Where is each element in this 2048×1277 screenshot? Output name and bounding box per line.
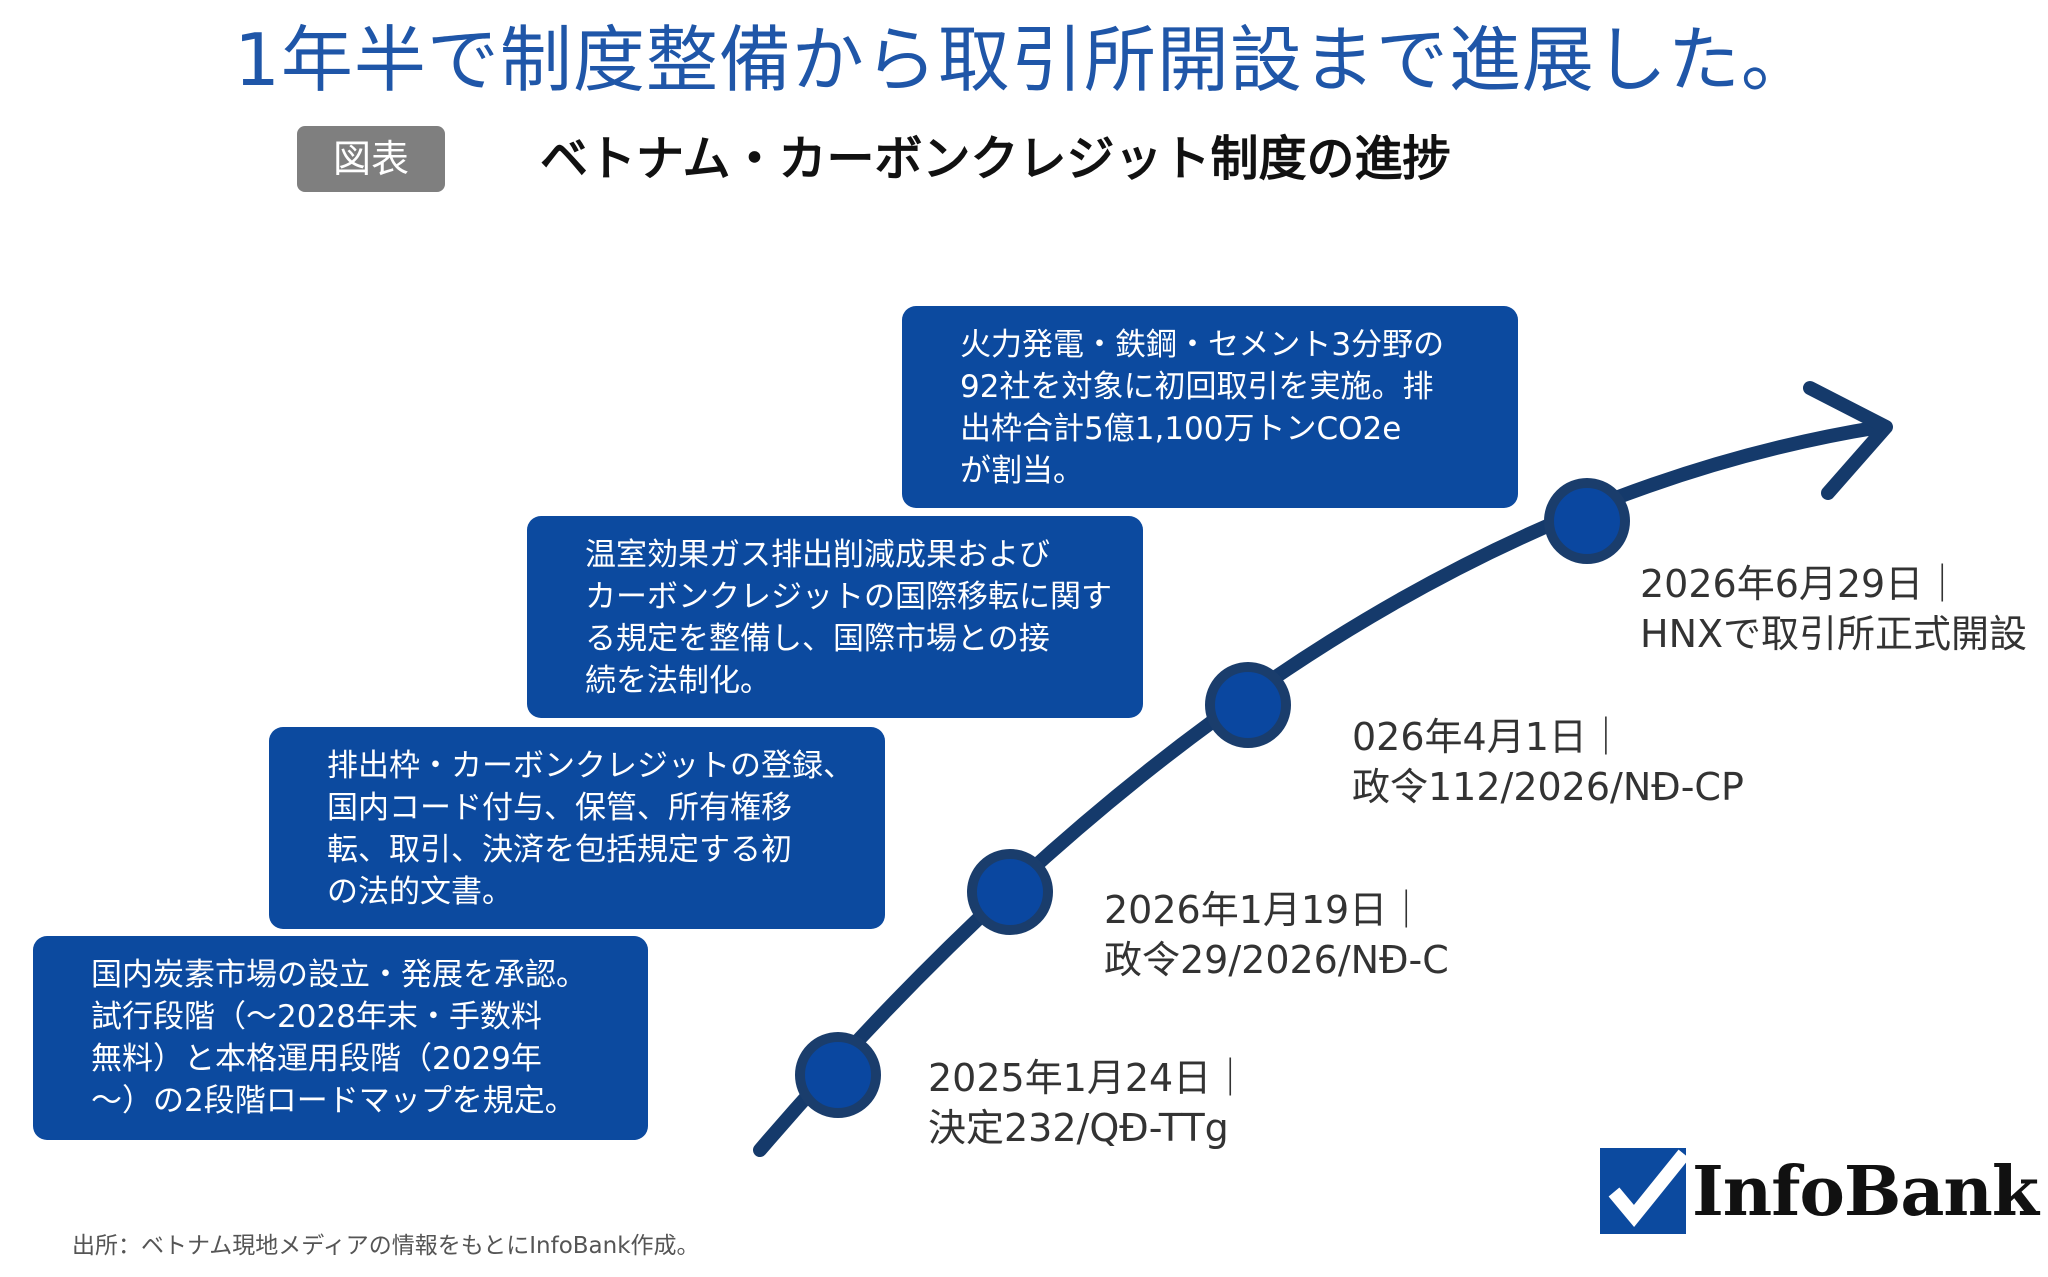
milestone-document: 決定232/QĐ-TTg: [928, 1106, 1229, 1150]
milestone-description-3: 温室効果ガス排出削減成果および カーボンクレジットの国際移転に関す る規定を整備…: [527, 516, 1143, 718]
milestone-document: HNXで取引所正式開設: [1640, 612, 2028, 656]
milestone-label-3: 026年4月1日｜ 政令112/2026/NĐ-CP: [1352, 712, 1744, 812]
description-line: 温室効果ガス排出削減成果および: [585, 537, 1050, 573]
description-line: 国内コード付与、保管、所有権移: [327, 790, 792, 826]
milestone-description-1: 国内炭素市場の設立・発展を承認。 試行段階（～2028年末・手数料 無料）と本格…: [33, 936, 648, 1140]
description-line: る規定を整備し、国際市場との接: [585, 621, 1050, 657]
milestone-dot-2: [967, 849, 1053, 935]
logo-text: InfoBank: [1692, 1152, 2039, 1232]
description-line: 無料）と本格運用段階（2029年: [91, 1041, 542, 1077]
headline: 1年半で制度整備から取引所開設まで進展した。: [234, 18, 1814, 102]
milestone-label-4: 2026年6月29日｜ HNXで取引所正式開設: [1640, 559, 2027, 659]
infobank-logo: InfoBank: [1600, 1148, 2039, 1236]
milestone-label-1: 2025年1月24日｜ 決定232/QĐ-TTg: [928, 1053, 1249, 1153]
description-line: 続を法制化。: [585, 663, 771, 699]
timeline-curve: [753, 420, 1887, 1157]
description-line: 試行段階（～2028年末・手数料: [91, 999, 542, 1035]
milestone-label-2: 2026年1月19日｜ 政令29/2026/NĐ-C: [1104, 885, 1449, 985]
description-line: ～）の2段階ロードマップを規定。: [91, 1083, 576, 1119]
description-line: カーボンクレジットの国際移転に関す: [585, 579, 1112, 615]
milestone-dot-1: [795, 1032, 881, 1118]
milestone-document: 政令112/2026/NĐ-CP: [1352, 765, 1744, 809]
description-line: 転、取引、決済を包括規定する初: [327, 832, 792, 868]
milestone-date: 2025年1月24日｜: [928, 1056, 1250, 1100]
milestone-document: 政令29/2026/NĐ-C: [1104, 938, 1449, 982]
description-line: 92社を対象に初回取引を実施。排: [960, 369, 1434, 405]
milestone-dot-3: [1205, 662, 1291, 748]
description-line: 出枠合計5億1,100万トンCO2e: [960, 411, 1402, 447]
milestone-date: 026年4月1日｜: [1352, 715, 1625, 759]
description-line: 火力発電・鉄鋼・セメント3分野の: [960, 327, 1445, 363]
source-note: 出所：ベトナム現地メディアの情報をもとにInfoBank作成。: [72, 1233, 700, 1259]
figure-tag: 図表: [297, 126, 445, 192]
figure-title: ベトナム・カーボンクレジット制度の進捗: [540, 131, 1451, 187]
arrowhead-icon: [1803, 381, 1893, 500]
description-line: 国内炭素市場の設立・発展を承認。: [91, 957, 587, 993]
description-line: 排出枠・カーボンクレジットの登録、: [327, 748, 854, 784]
milestone-description-4: 火力発電・鉄鋼・セメント3分野の 92社を対象に初回取引を実施。排 出枠合計5億…: [902, 306, 1518, 508]
milestone-dot-4: [1544, 478, 1630, 564]
milestone-description-2: 排出枠・カーボンクレジットの登録、 国内コード付与、保管、所有権移 転、取引、決…: [269, 727, 885, 929]
description-line: の法的文書。: [327, 874, 513, 910]
checkmark-logo-icon: [1600, 1148, 1686, 1234]
milestone-date: 2026年6月29日｜: [1640, 562, 1962, 606]
milestone-date: 2026年1月19日｜: [1104, 888, 1426, 932]
description-line: が割当。: [960, 453, 1084, 489]
